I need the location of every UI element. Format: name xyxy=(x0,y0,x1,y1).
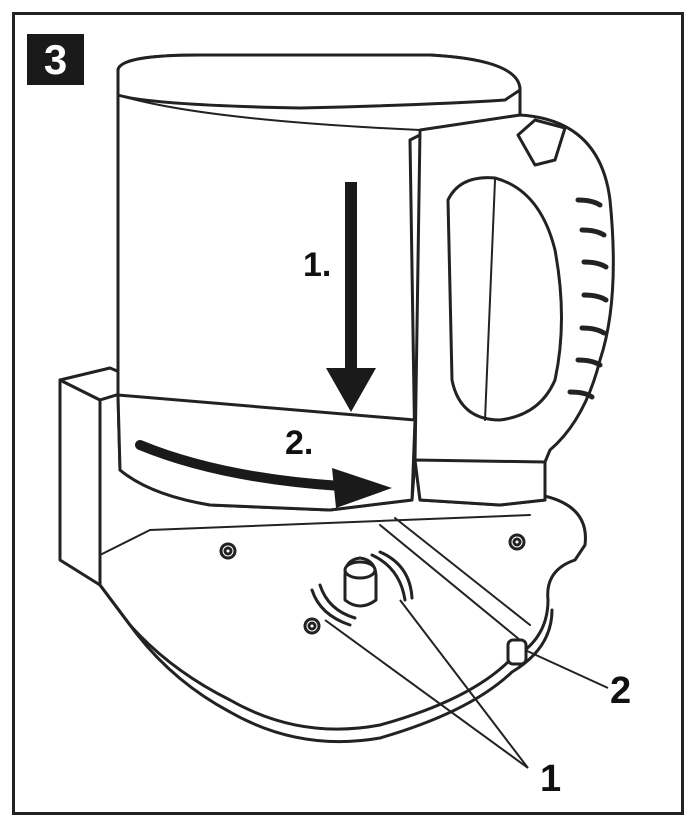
guide-slot xyxy=(310,588,352,627)
leader-line-part2 xyxy=(524,649,609,689)
callout-part-2: 2 xyxy=(610,670,632,712)
step-2-label: 2. xyxy=(285,424,314,462)
cord-channel xyxy=(379,517,531,641)
down-arrow xyxy=(326,182,376,412)
step-number-badge: 3 xyxy=(27,34,84,85)
leader-line-part1 xyxy=(399,599,529,769)
leader-line-part1 xyxy=(324,619,529,769)
rotate-arrow xyxy=(135,440,392,508)
kettle-lid xyxy=(116,53,522,110)
base-back-wall xyxy=(58,378,102,587)
kettle-switch xyxy=(516,118,567,167)
guide-slot xyxy=(370,553,407,602)
step-1-label: 1. xyxy=(303,246,332,284)
handle-grip-opening xyxy=(446,176,563,422)
cord-outlet xyxy=(506,638,528,666)
callout-part-1: 1 xyxy=(540,758,562,800)
